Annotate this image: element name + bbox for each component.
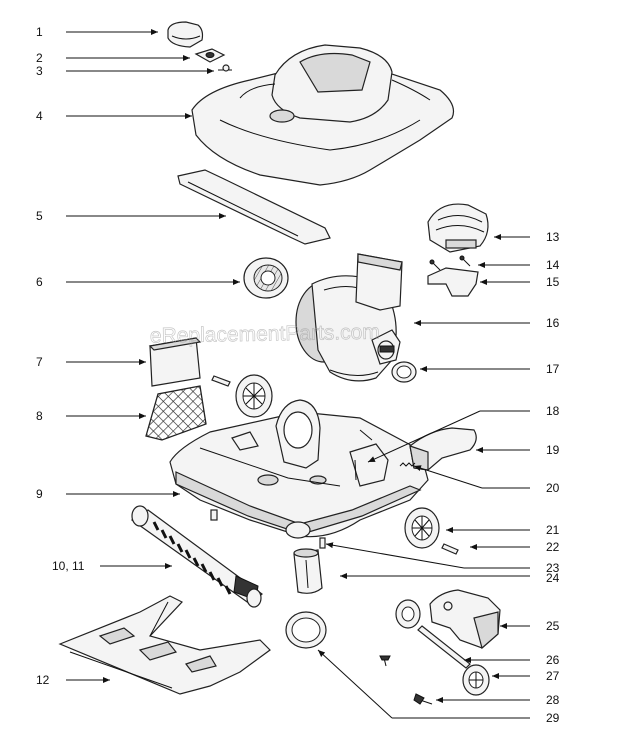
- callout-23: 23: [546, 561, 560, 575]
- part-1-cover-clip: [167, 21, 204, 48]
- callout-21: 21: [546, 523, 560, 537]
- part-28-screw: [413, 693, 433, 705]
- callout-1: 1: [36, 25, 43, 39]
- part-26-axle: [395, 599, 471, 669]
- part-16-motor: [295, 253, 403, 382]
- callout-2: 2: [36, 51, 43, 65]
- part-left-wheel: [235, 374, 273, 418]
- part-8-grille: [145, 385, 207, 441]
- callout-26: 26: [546, 653, 560, 667]
- callout-18: 18: [546, 404, 560, 418]
- part-9-base: [169, 399, 429, 539]
- callout-17: 17: [546, 362, 560, 376]
- part-12-bottom-plate: [58, 595, 271, 695]
- part-14-screws: [429, 255, 471, 271]
- watermark-text: eReplacementParts.com: [150, 321, 380, 348]
- callout-7: 7: [36, 355, 43, 369]
- callout-12: 12: [36, 673, 50, 687]
- part-7-filter-pad: [148, 337, 202, 387]
- part-small-screw: [379, 655, 391, 667]
- callout-29: 29: [546, 711, 560, 725]
- callout-3: 3: [36, 64, 43, 78]
- part-10-11-brushroll: [130, 505, 263, 608]
- callout-27: 27: [546, 669, 560, 683]
- part-22-pin: [441, 543, 459, 555]
- part-5-bumper-strip: [177, 169, 331, 245]
- part-27-wheel: [462, 664, 490, 696]
- part-21-wheel: [404, 507, 440, 549]
- part-25-rear-bracket: [429, 589, 501, 650]
- callout-8: 8: [36, 409, 43, 423]
- part-15-bracket: [427, 267, 479, 297]
- part-19-pedal: [409, 427, 477, 471]
- callout-4: 4: [36, 109, 43, 123]
- callout-labels: 1 2 3 4 5 6 7 8 9 10, 11 12 13 14 15 16 …: [36, 25, 560, 725]
- part-3-screw: [218, 64, 232, 72]
- callout-24: 24: [546, 571, 560, 585]
- callout-14: 14: [546, 258, 560, 272]
- part-23-pin: [319, 537, 326, 549]
- part-6-filter-ring: [243, 257, 289, 299]
- callout-6: 6: [36, 275, 43, 289]
- callout-22: 22: [546, 540, 560, 554]
- part-4-hood: [191, 44, 455, 186]
- callout-28: 28: [546, 693, 560, 707]
- part-29-belt: [285, 611, 327, 649]
- part-axle-pin-left: [211, 375, 231, 387]
- callout-20: 20: [546, 481, 560, 495]
- callout-15: 15: [546, 275, 560, 289]
- callout-25: 25: [546, 619, 560, 633]
- callout-10-11: 10, 11: [52, 559, 85, 573]
- callout-9: 9: [36, 487, 43, 501]
- leader-lines: [66, 29, 530, 719]
- callout-19: 19: [546, 443, 560, 457]
- callout-16: 16: [546, 316, 560, 330]
- callout-13: 13: [546, 230, 560, 244]
- part-13-cap: [427, 203, 489, 253]
- callout-5: 5: [36, 209, 43, 223]
- part-20-spring: [399, 462, 416, 467]
- part-2-disc: [194, 48, 226, 63]
- part-17-ring: [391, 361, 417, 383]
- part-24-cup: [293, 548, 323, 594]
